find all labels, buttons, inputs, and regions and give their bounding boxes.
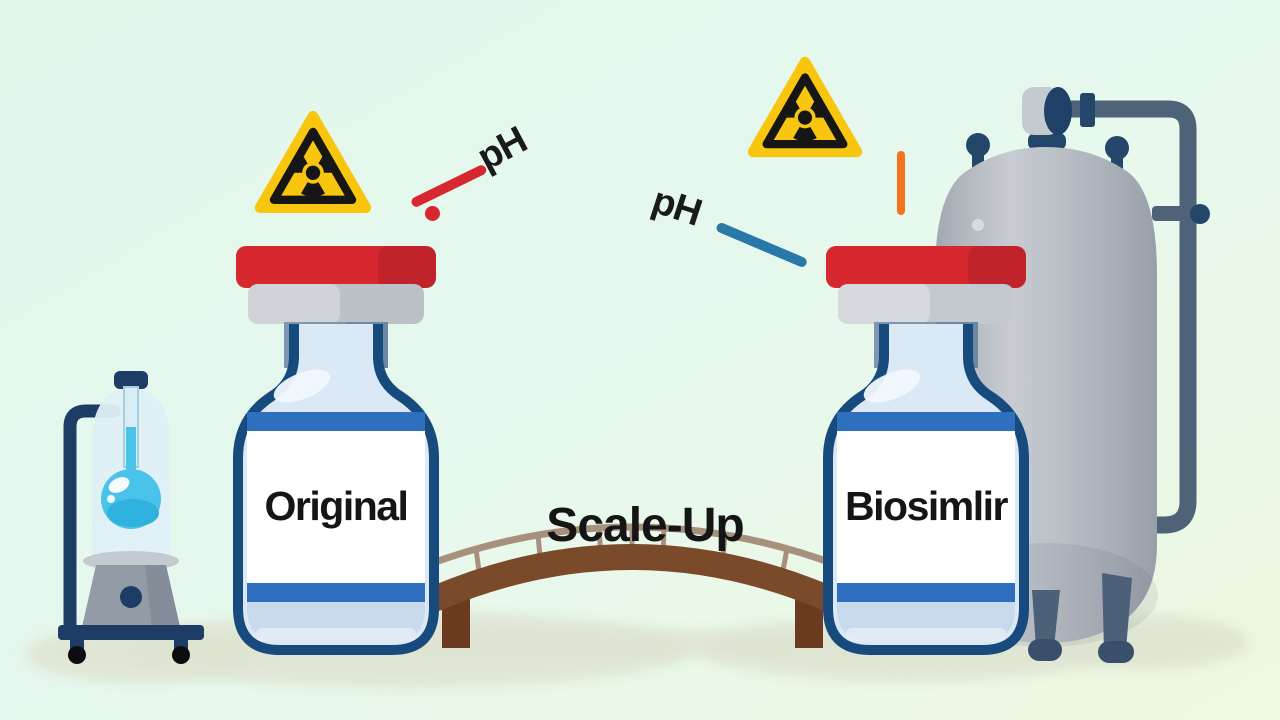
ph-pointer-line-left bbox=[409, 163, 488, 209]
hotplate-stand bbox=[82, 551, 180, 627]
wheel-icon bbox=[68, 646, 86, 664]
ph-label-right: pH bbox=[646, 179, 707, 235]
radiation-warning-icon bbox=[747, 56, 863, 158]
biosimilar-vial-label: Biosimlir bbox=[845, 482, 1008, 529]
tank-pipe bbox=[1061, 93, 1197, 534]
lab-trolley-icon bbox=[58, 371, 204, 664]
vial-label-sticker bbox=[247, 412, 425, 602]
tank-side-valve bbox=[1152, 204, 1210, 224]
bridge-label: Scale-Up bbox=[546, 499, 744, 552]
ph-pointer-dot-left bbox=[425, 206, 440, 221]
round-flask-icon bbox=[101, 386, 161, 529]
original-vial bbox=[233, 246, 439, 655]
jar-cap bbox=[114, 371, 148, 389]
tank-legs bbox=[1028, 573, 1134, 663]
ph-pointer-line-right bbox=[715, 221, 809, 269]
orange-indicator-tick bbox=[897, 151, 905, 215]
biosimilar-vial bbox=[823, 246, 1029, 655]
bridge-deck bbox=[425, 544, 840, 611]
radiation-warning-icon bbox=[254, 110, 372, 213]
pressure-gauge-icon bbox=[1022, 87, 1072, 150]
radiation-trefoil bbox=[289, 152, 337, 197]
arch-bridge-icon bbox=[425, 523, 840, 648]
pipe-flange bbox=[1080, 93, 1095, 127]
wheel-icon bbox=[172, 646, 190, 664]
radiation-trefoil bbox=[781, 97, 829, 142]
tank-highlight bbox=[972, 219, 984, 231]
original-vial-label: Original bbox=[264, 482, 409, 529]
stand-knob bbox=[120, 586, 142, 608]
trolley-base bbox=[58, 625, 204, 664]
bridge-piers bbox=[442, 590, 823, 648]
vial-label-sticker bbox=[837, 412, 1015, 602]
trolley-frame bbox=[63, 404, 121, 634]
